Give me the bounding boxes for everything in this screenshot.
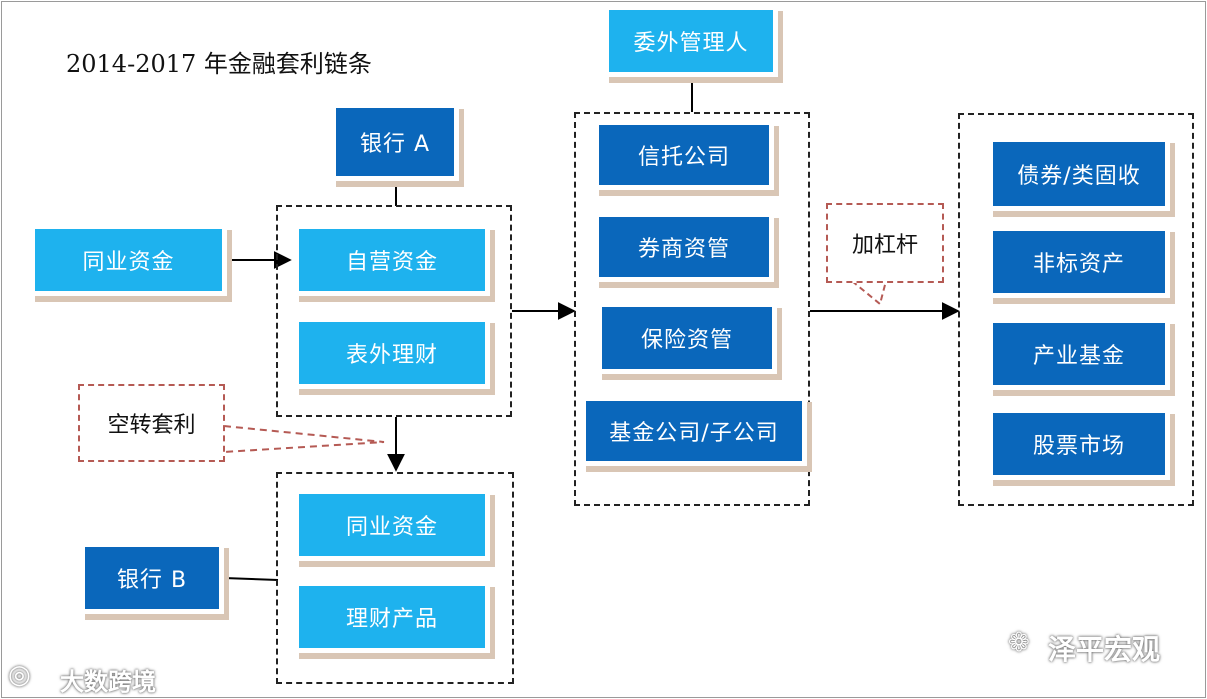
bank-b-box: 银行 B <box>80 542 224 614</box>
assets-group <box>958 113 1194 506</box>
outsourced-manager-box: 委外管理人 <box>604 5 778 77</box>
broker-am-box: 券商资管 <box>594 212 774 282</box>
bank-a-funds-group <box>276 205 512 417</box>
interbank-funds-b-label: 同业资金 <box>345 515 438 540</box>
broker-am-label: 券商资管 <box>637 237 730 262</box>
bonds-label: 债券/类固收 <box>1017 164 1141 189</box>
proprietary-funds-box: 自营资金 <box>294 224 490 296</box>
stock-market-label: 股票市场 <box>1032 434 1125 459</box>
trust-company-label: 信托公司 <box>637 145 730 170</box>
stock-market-box: 股票市场 <box>988 408 1170 480</box>
left-watermark: 大数跨境 <box>60 668 156 696</box>
trust-company-box: 信托公司 <box>594 120 774 190</box>
industry-fund-label: 产业基金 <box>1032 344 1125 369</box>
right-watermark: 泽平宏观 <box>1048 633 1161 666</box>
wm-products-box: 理财产品 <box>294 581 490 653</box>
idle-arbitrage-label: 空转套利 <box>107 413 196 438</box>
fund-company-label: 基金公司/子公司 <box>609 421 779 446</box>
bank-b-funds-group <box>276 472 514 684</box>
nonstandard-assets-box: 非标资产 <box>988 226 1170 298</box>
bank-b-label: 银行 B <box>116 568 188 593</box>
insurance-am-label: 保险资管 <box>640 328 733 353</box>
bank-a-label: 银行 A <box>359 132 431 157</box>
managers-group <box>574 112 810 506</box>
interbank-funds-source-box: 同业资金 <box>30 224 227 296</box>
idle-arbitrage-callout: 空转套利 <box>78 384 225 462</box>
bank-b-connector <box>223 577 279 581</box>
left-watermark-icon: ◎ <box>8 660 31 690</box>
outsourced-manager-label: 委外管理人 <box>633 31 749 56</box>
off-balance-wm-label: 表外理财 <box>345 343 438 368</box>
insurance-am-box: 保险资管 <box>597 302 777 374</box>
leverage-callout: 加杠杆 <box>826 203 944 283</box>
leverage-tail <box>851 280 887 306</box>
proprietary-funds-label: 自营资金 <box>345 250 438 275</box>
nonstandard-assets-label: 非标资产 <box>1032 252 1125 277</box>
bonds-box: 债券/类固收 <box>988 137 1170 211</box>
fund-company-box: 基金公司/子公司 <box>581 396 807 466</box>
idle-arbitrage-tail <box>223 425 385 453</box>
industry-fund-box: 产业基金 <box>988 318 1170 390</box>
wechat-watermark-icon: ❁ <box>1008 628 1030 658</box>
off-balance-wm-box: 表外理财 <box>294 317 490 389</box>
interbank-funds-source-label: 同业资金 <box>82 250 175 275</box>
bank-a-box: 银行 A <box>331 103 459 181</box>
leverage-label: 加杠杆 <box>851 233 918 258</box>
interbank-funds-b-box: 同业资金 <box>294 489 490 561</box>
wm-products-label: 理财产品 <box>345 607 438 632</box>
diagram-title: 2014-2017 年金融套利链条 <box>66 50 372 78</box>
